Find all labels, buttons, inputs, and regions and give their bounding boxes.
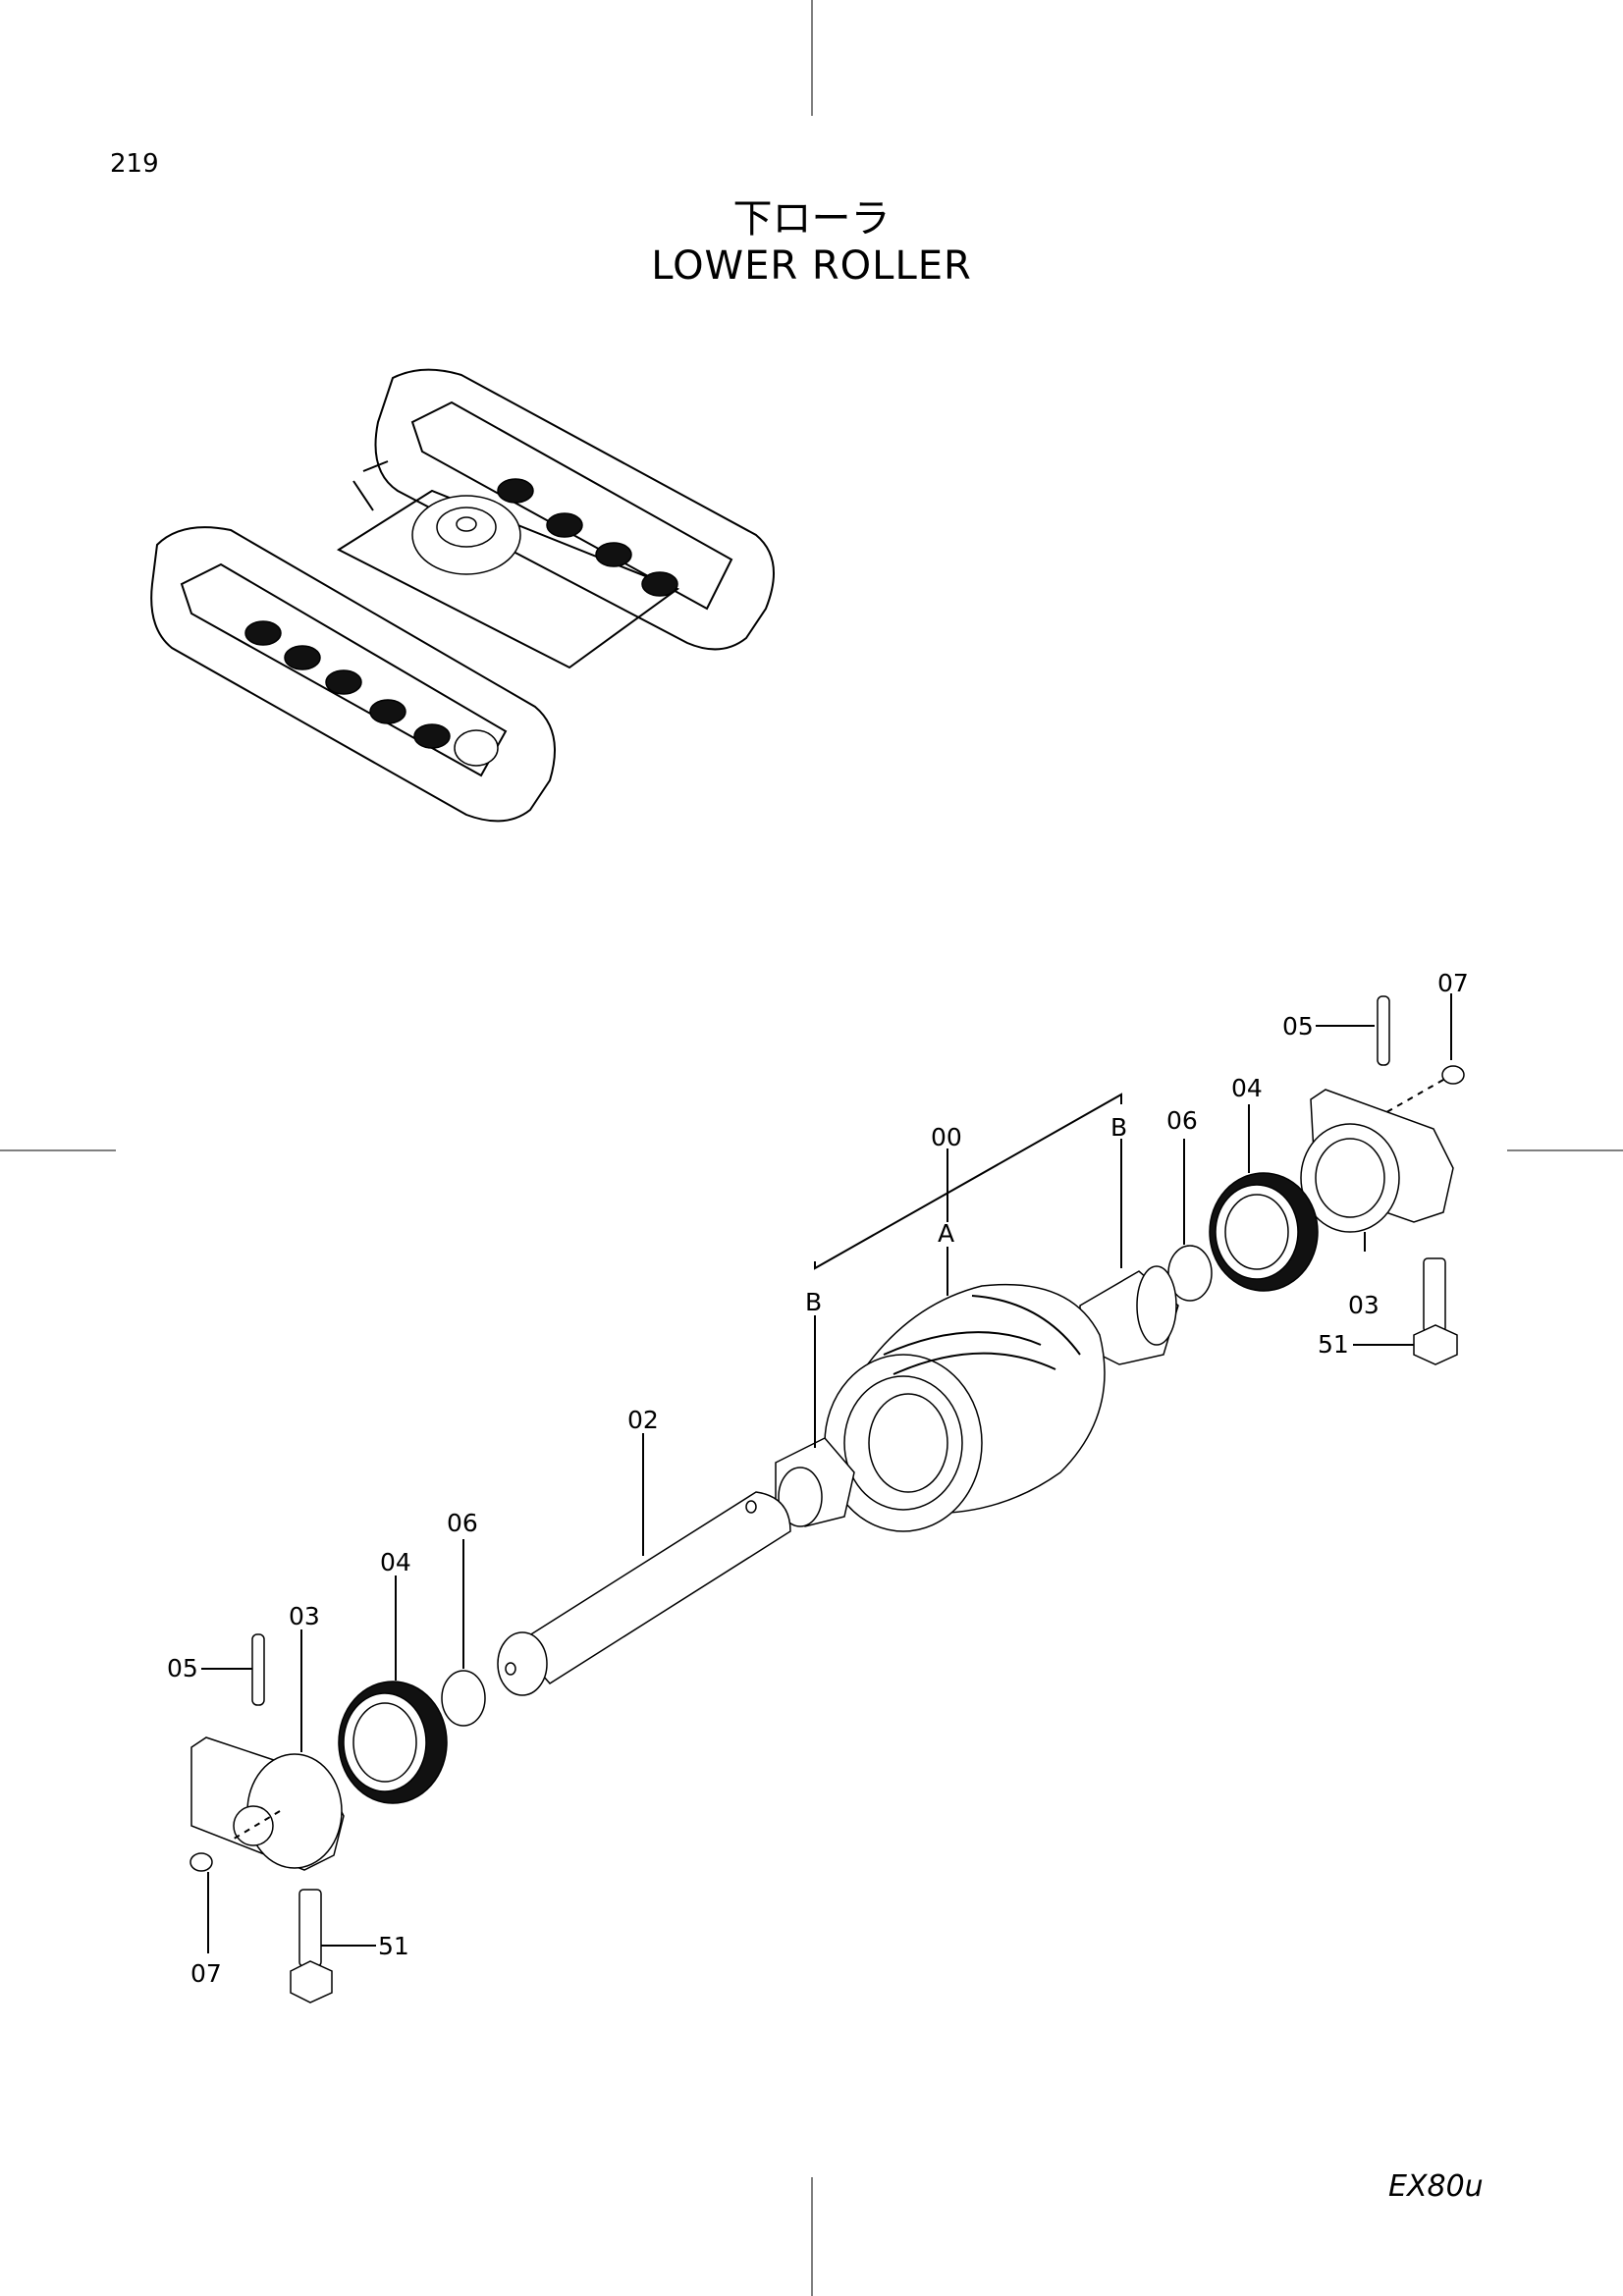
- callout-assembly: 00: [931, 1123, 962, 1151]
- page-title-japanese: 下ローラ: [732, 196, 891, 241]
- callout-seal-right: 04: [1231, 1074, 1263, 1102]
- callout-collar-right: 03: [1348, 1291, 1380, 1319]
- model-code: EX80u: [1388, 2169, 1484, 2204]
- plug-left: [189, 1852, 213, 1953]
- seal-right: [1209, 1104, 1319, 1292]
- callout-oring-left: 06: [447, 1509, 478, 1537]
- seal-left: [338, 1575, 448, 1804]
- callout-oring-right: 06: [1166, 1106, 1198, 1135]
- callout-pin-left: 05: [167, 1654, 198, 1682]
- collar-right: [1300, 1089, 1454, 1252]
- callout-seal-left: 04: [380, 1548, 411, 1576]
- pin-left: [201, 1633, 281, 1842]
- callout-shaft: 02: [627, 1406, 659, 1434]
- collar-left: [190, 1629, 345, 1871]
- callout-bolt-left: 51: [378, 1932, 409, 1960]
- callout-roller-a: A: [938, 1219, 954, 1248]
- page-number: 219: [110, 149, 159, 179]
- oring-left: [441, 1539, 486, 1727]
- plug-right: [1374, 993, 1465, 1120]
- bolt-right: [1353, 1257, 1458, 1365]
- callout-collar-left: 03: [289, 1602, 320, 1630]
- shaft: [497, 1433, 791, 1696]
- callout-bolt-right: 51: [1318, 1330, 1349, 1359]
- callout-pin-right: 05: [1282, 1012, 1314, 1041]
- callout-plug-right: 07: [1437, 969, 1469, 997]
- bolt-left: [290, 1889, 376, 2003]
- pin-right: [1316, 995, 1390, 1066]
- roller-assembly: [775, 1093, 1179, 1532]
- oring-right: [1167, 1139, 1213, 1302]
- callout-bushing-b-right: B: [1110, 1113, 1127, 1142]
- undercarriage-overview: [150, 368, 775, 823]
- callout-bushing-b-left: B: [805, 1288, 822, 1316]
- callout-plug-left: 07: [190, 1959, 222, 1988]
- page-title-english: LOWER ROLLER: [651, 243, 972, 289]
